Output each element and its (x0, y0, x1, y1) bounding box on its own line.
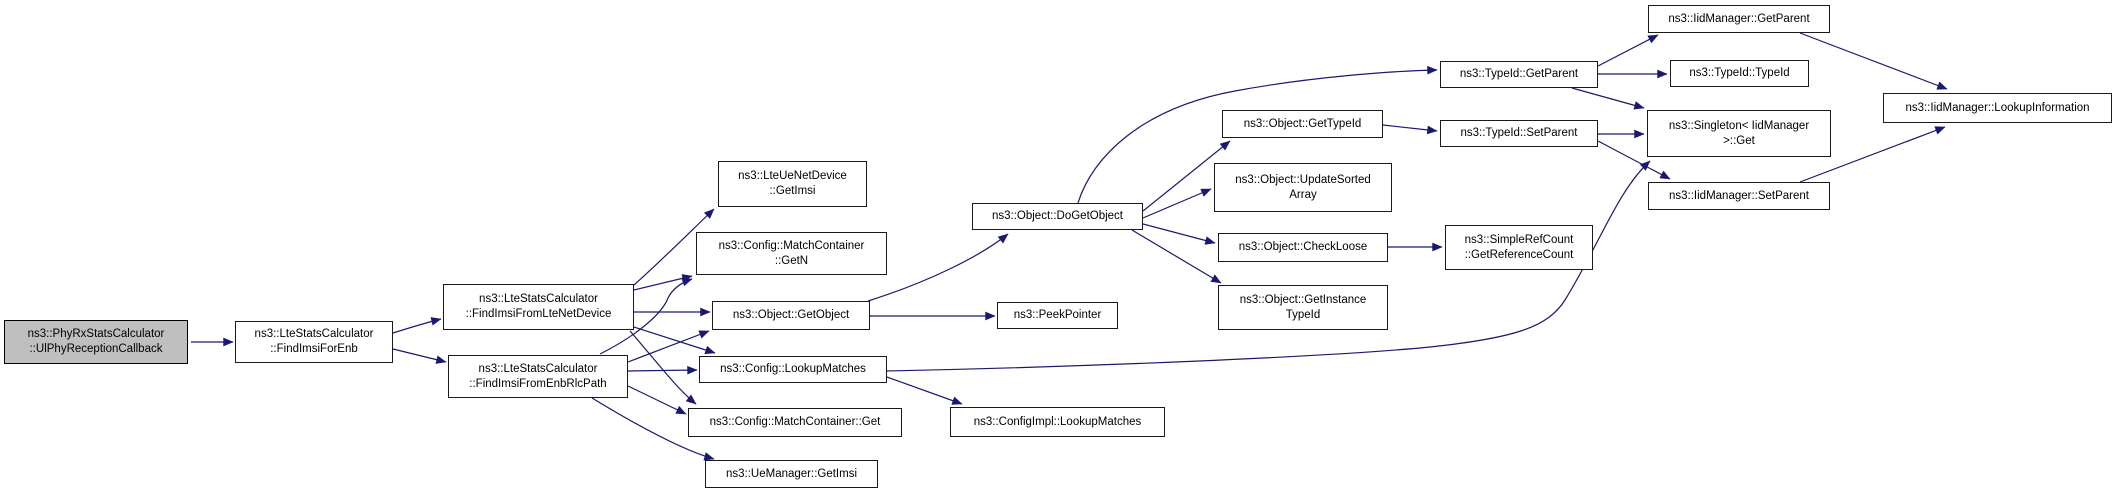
node-label: ns3::TypeId::TypeId (1689, 67, 1790, 80)
node-object-get-object[interactable]: ns3::Object::GetObject (712, 301, 870, 330)
node-label: ns3::Config::MatchContainer::Get (709, 416, 881, 429)
edge-dogetobject-to-getinstancetypeid (1131, 229, 1222, 284)
edge-findimsiforenb-to-findimsifromltenetdevice (392, 317, 442, 334)
node-label: ::GetN (774, 254, 809, 267)
edge-findimsifromenbrlcpath-to-matchcontainerget (627, 385, 687, 415)
edge-iidmanagersetparent-to-lookupinformation (1799, 126, 1946, 183)
node-label: ns3::LteStatsCalculator (478, 362, 598, 375)
node-lte-ue-net-device-get-imsi[interactable]: ns3::LteUeNetDevice ::GetImsi (718, 161, 867, 207)
node-label: ns3::UeManager::GetImsi (725, 467, 858, 480)
edge-iidmanagergetparent-to-lookupinformation (1799, 32, 1948, 90)
edge-findimsifromltenetdevice-to-lteuegetimsi (633, 208, 715, 286)
node-label: ns3::IidManager::LookupInformation (1905, 101, 2090, 114)
edge-dogetobject-to-typeidgetparent (1077, 65, 1438, 204)
node-label: ::FindImsiForEnb (270, 343, 358, 355)
node-label: ns3::Object::CheckLoose (1238, 241, 1368, 254)
edge-findimsifromltenetdevice-to-matchcontainerget (629, 330, 697, 405)
node-label: ::UlPhyReceptionCallback (29, 343, 163, 355)
edge-findimsifromenbrlcpath-to-uemanagergetimsi (591, 397, 715, 461)
node-type-id-type-id[interactable]: ns3::TypeId::TypeId (1670, 60, 1809, 87)
node-label: TypeId (1285, 308, 1321, 321)
node-label: ns3::TypeId::GetParent (1459, 68, 1579, 81)
node-label: ns3::Object::UpdateSorted (1235, 173, 1371, 186)
edge-dogetobject-to-updatesortedarray (1142, 188, 1212, 219)
edge-getobject-to-dogetobject (867, 233, 1009, 302)
node-object-check-loose[interactable]: ns3::Object::CheckLoose (1218, 233, 1388, 262)
node-object-get-type-id[interactable]: ns3::Object::GetTypeId (1222, 110, 1383, 138)
node-label: ns3::ConfigImpl::LookupMatches (973, 415, 1142, 428)
node-lte-stats-find-imsi-from-enb-rlc-path[interactable]: ns3::LteStatsCalculator ::FindImsiFromEn… (448, 355, 628, 398)
node-label: ::GetImsi (769, 185, 816, 197)
node-config-match-container-get-n[interactable]: ns3::Config::MatchContainer ::GetN (696, 232, 887, 275)
edge-findimsiforenb-to-findimsifromenbrlcpath (392, 348, 447, 364)
edge-gettypeid-to-typeidsetparent (1382, 124, 1438, 135)
node-label: ::GetReferenceCount (1464, 248, 1574, 261)
node-config-match-container-get[interactable]: ns3::Config::MatchContainer::Get (688, 408, 902, 437)
node-object-get-instance-type-id[interactable]: ns3::Object::GetInstance TypeId (1218, 285, 1388, 330)
edge-dogetobject-to-gettypeid (1142, 140, 1231, 212)
node-label: ::FindImsiFromLteNetDevice (465, 308, 612, 320)
edge-typeidgetparent-to-iidmanagergetparent (1597, 34, 1659, 67)
node-label: ns3::SimpleRefCount (1464, 233, 1574, 246)
node-peek-pointer[interactable]: ns3::PeekPointer (997, 302, 1118, 329)
node-ue-manager-get-imsi[interactable]: ns3::UeManager::GetImsi (705, 460, 878, 488)
node-iid-manager-set-parent[interactable]: ns3::IidManager::SetParent (1648, 182, 1830, 210)
node-config-impl-lookup-matches[interactable]: ns3::ConfigImpl::LookupMatches (950, 407, 1165, 437)
edge-typeidgetparent-to-singletonget (1571, 87, 1645, 110)
edge-findimsifromltenetdevice-to-lookupmatches (633, 326, 716, 355)
node-simple-ref-count-get-reference-count[interactable]: ns3::SimpleRefCount ::GetReferenceCount (1445, 225, 1593, 270)
node-label: ns3::LteUeNetDevice (738, 170, 847, 183)
node-object-update-sorted-array[interactable]: ns3::Object::UpdateSorted Array (1214, 163, 1392, 212)
node-singleton-iid-manager-get[interactable]: ns3::Singleton< IidManager >::Get (1647, 110, 1831, 157)
node-label: >::Get (1723, 134, 1755, 147)
edge-typeidsetparent-to-iidmanagersetparent (1597, 140, 1671, 180)
node-label: ns3::PeekPointer (1013, 309, 1102, 322)
node-type-id-set-parent[interactable]: ns3::TypeId::SetParent (1440, 120, 1598, 147)
node-object-do-get-object[interactable]: ns3::Object::DoGetObject (972, 203, 1143, 230)
edge-lookupmatches-to-configimpllookupmatches (886, 376, 963, 405)
node-label: ns3::Singleton< IidManager (1668, 119, 1810, 132)
node-lte-stats-find-imsi-from-lte-net-device[interactable]: ns3::LteStatsCalculator ::FindImsiFromLt… (443, 284, 634, 330)
edge-findimsifromenbrlcpath-to-getobject (627, 330, 710, 363)
node-label: ns3::TypeId::SetParent (1460, 127, 1578, 140)
edge-findimsifromenbrlcpath-to-getn (599, 277, 693, 355)
node-label: ns3::IidManager::SetParent (1669, 189, 1809, 202)
node-phy-rx-ul-phy-reception-callback: ns3::PhyRxStatsCalculator ::UlPhyRecepti… (4, 320, 188, 364)
node-iid-manager-lookup-information[interactable]: ns3::IidManager::LookupInformation (1883, 93, 2112, 123)
node-label: ns3::Object::GetObject (732, 309, 850, 322)
node-label: ns3::Object::GetInstance (1239, 293, 1367, 306)
node-config-lookup-matches[interactable]: ns3::Config::LookupMatches (699, 356, 887, 383)
node-label: ns3::Config::LookupMatches (720, 363, 866, 376)
node-label: ns3::Object::DoGetObject (991, 210, 1124, 223)
node-label: Array (1289, 188, 1317, 201)
node-label: ns3::LteStatsCalculator (254, 328, 374, 341)
node-label: ns3::IidManager::GetParent (1668, 12, 1810, 25)
node-iid-manager-get-parent[interactable]: ns3::IidManager::GetParent (1648, 5, 1830, 33)
edge-dogetobject-to-checkloose (1142, 223, 1216, 245)
node-type-id-get-parent[interactable]: ns3::TypeId::GetParent (1440, 61, 1598, 88)
edge-findimsifromenbrlcpath-to-lookupmatches (627, 365, 698, 375)
node-lte-stats-find-imsi-for-enb[interactable]: ns3::LteStatsCalculator ::FindImsiForEnb (235, 321, 393, 363)
node-label: ::FindImsiFromEnbRlcPath (469, 377, 607, 390)
node-label: ns3::LteStatsCalculator (479, 293, 598, 306)
node-label: ns3::PhyRxStatsCalculator (27, 328, 165, 341)
node-label: ns3::Config::MatchContainer (718, 239, 865, 252)
node-label: ns3::Object::GetTypeId (1243, 117, 1362, 130)
edge-lookupmatches-to-singletonget (886, 160, 1651, 372)
